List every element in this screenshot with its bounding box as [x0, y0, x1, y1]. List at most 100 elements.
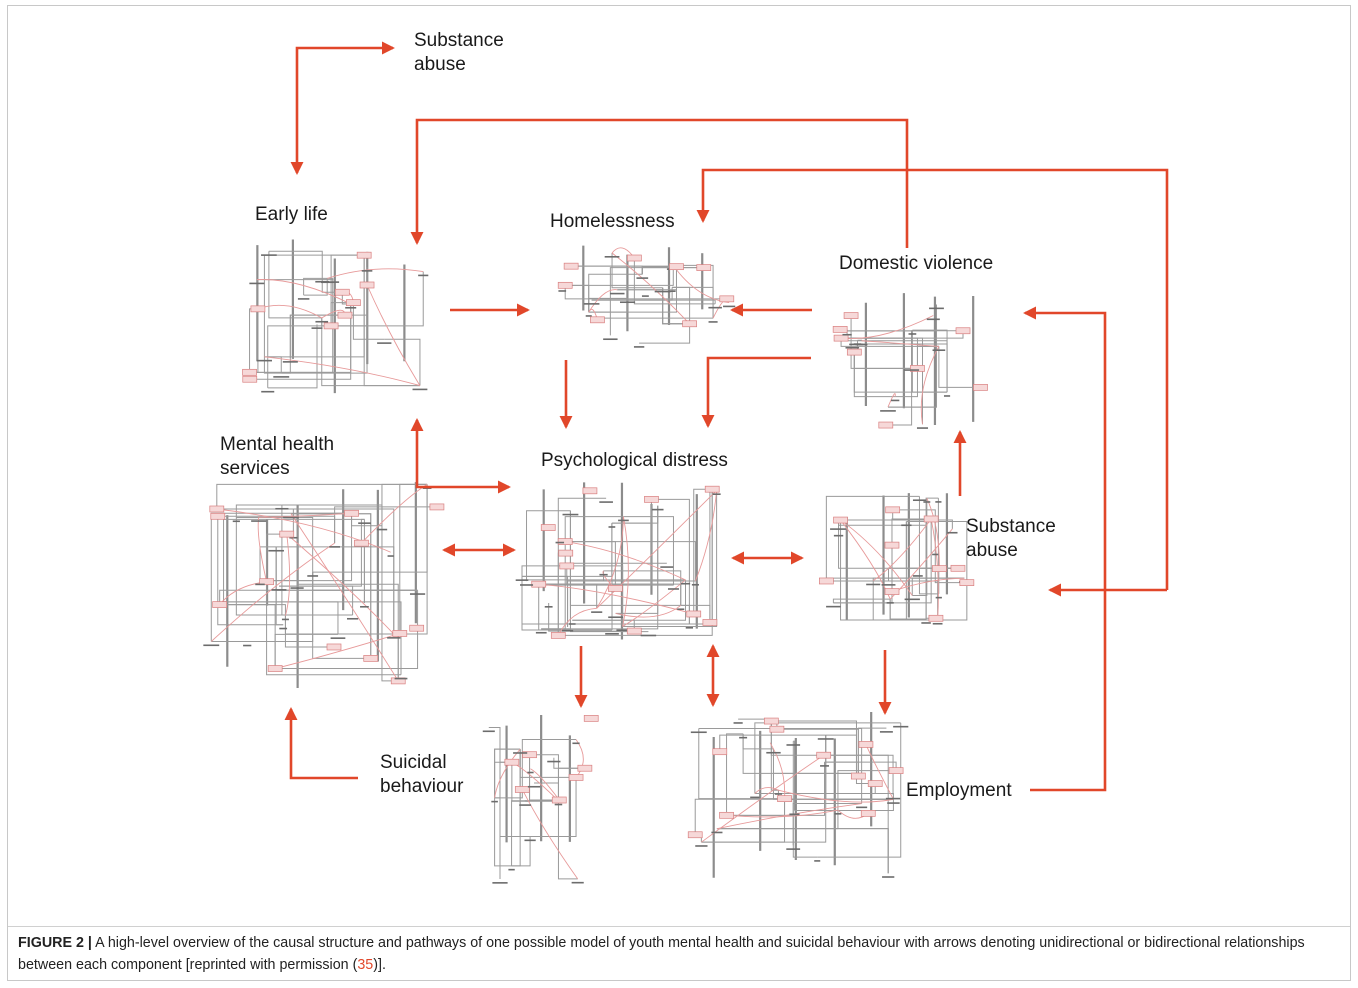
arrow-psychological-distress-early-life — [410, 418, 511, 494]
network-edge — [565, 541, 696, 581]
network-edge — [564, 516, 624, 542]
network-node — [627, 254, 642, 262]
network-node-label — [893, 725, 909, 728]
network-edge — [217, 516, 284, 626]
network-edge — [393, 633, 399, 681]
network-node-label — [935, 501, 942, 503]
network-node-label — [387, 555, 394, 557]
network-feedback-link — [611, 252, 690, 325]
network-edge — [572, 579, 687, 621]
network-feedback-link — [588, 289, 618, 313]
network-node-label — [641, 295, 649, 297]
network-edge — [651, 498, 690, 625]
network-feedback-link — [778, 789, 894, 803]
network-node — [858, 741, 874, 748]
network-edge — [525, 754, 531, 802]
network-edge — [363, 255, 420, 387]
network-node-label — [708, 306, 722, 309]
network-node — [682, 320, 697, 328]
network-node-label — [561, 629, 574, 632]
network-edge — [833, 518, 932, 604]
network-node — [242, 368, 257, 376]
network-edge — [566, 565, 624, 627]
network-edge — [837, 770, 897, 811]
network-node-label — [786, 848, 801, 850]
network-edge — [912, 498, 928, 597]
causal-diagram: Substance abuse Early life Homelessness … — [203, 30, 1169, 884]
network-feedback-link — [891, 577, 965, 592]
network-node-label — [866, 583, 881, 586]
network-node-label — [750, 796, 760, 799]
network-edge — [526, 510, 571, 582]
network-node-label — [633, 346, 645, 348]
network-node-label — [232, 520, 240, 523]
network-node-label — [677, 608, 685, 611]
network-node-label — [619, 301, 636, 304]
network-edge — [279, 543, 362, 587]
network-edge — [611, 253, 663, 289]
network-edge — [938, 567, 958, 594]
network-node — [687, 831, 703, 839]
network-node — [259, 578, 274, 586]
network-edge — [623, 516, 674, 586]
network-node-label — [733, 722, 743, 724]
network-edge — [216, 483, 428, 509]
network-feedback-link — [256, 279, 351, 305]
network-edge — [565, 265, 674, 286]
network-node — [608, 585, 623, 592]
network-node — [563, 262, 579, 270]
network-edge — [772, 748, 894, 800]
network-edge — [857, 727, 887, 777]
network-node — [344, 509, 359, 517]
network-feedback-link — [538, 583, 694, 615]
network-feedback-link — [840, 519, 913, 596]
network-node — [888, 767, 904, 774]
network-node-label — [412, 388, 428, 391]
network-edge — [841, 330, 964, 339]
network-edge — [381, 483, 428, 526]
network-edge — [330, 254, 365, 326]
network-edge — [861, 340, 948, 393]
network-edge — [846, 330, 862, 342]
network-node-label — [640, 634, 657, 637]
network-edge — [853, 352, 896, 398]
network-node — [267, 665, 283, 672]
network-edge — [938, 346, 981, 388]
network-edge — [263, 356, 282, 374]
network-node-label — [520, 584, 534, 586]
network-node-label — [880, 410, 896, 412]
network-node — [959, 579, 975, 586]
network-edge — [223, 601, 339, 635]
network-node — [833, 516, 848, 524]
caption-divider — [8, 926, 1350, 927]
network-node — [209, 505, 225, 513]
network-feedback-link — [754, 787, 779, 794]
network-node-label — [879, 731, 893, 733]
network-edge — [622, 490, 718, 627]
network-node-label — [519, 804, 532, 806]
network-node-label — [297, 298, 310, 300]
caption-reference-link[interactable]: 35 — [357, 957, 374, 973]
network-node — [212, 601, 228, 608]
network-node — [696, 264, 712, 271]
network-edge — [223, 601, 402, 675]
network-edge — [352, 302, 385, 340]
network-feedback-link — [521, 789, 579, 880]
network-node-label — [947, 531, 958, 534]
network-edge — [564, 285, 727, 300]
network-node-label — [255, 583, 265, 586]
network-node-label — [524, 839, 536, 842]
arrow-employment-domestic-violence — [1023, 306, 1107, 792]
network-feedback-link — [615, 605, 682, 618]
network-edge — [266, 581, 401, 676]
network-edge — [832, 598, 891, 603]
network-edge — [853, 352, 918, 369]
network-edge — [351, 513, 382, 527]
network-edge — [219, 589, 418, 605]
network-node — [550, 632, 566, 639]
network-node-label — [691, 583, 699, 586]
network-node-label — [820, 765, 829, 767]
network-node — [363, 655, 379, 662]
network-feedback-link — [557, 607, 597, 636]
network-node — [719, 811, 734, 819]
